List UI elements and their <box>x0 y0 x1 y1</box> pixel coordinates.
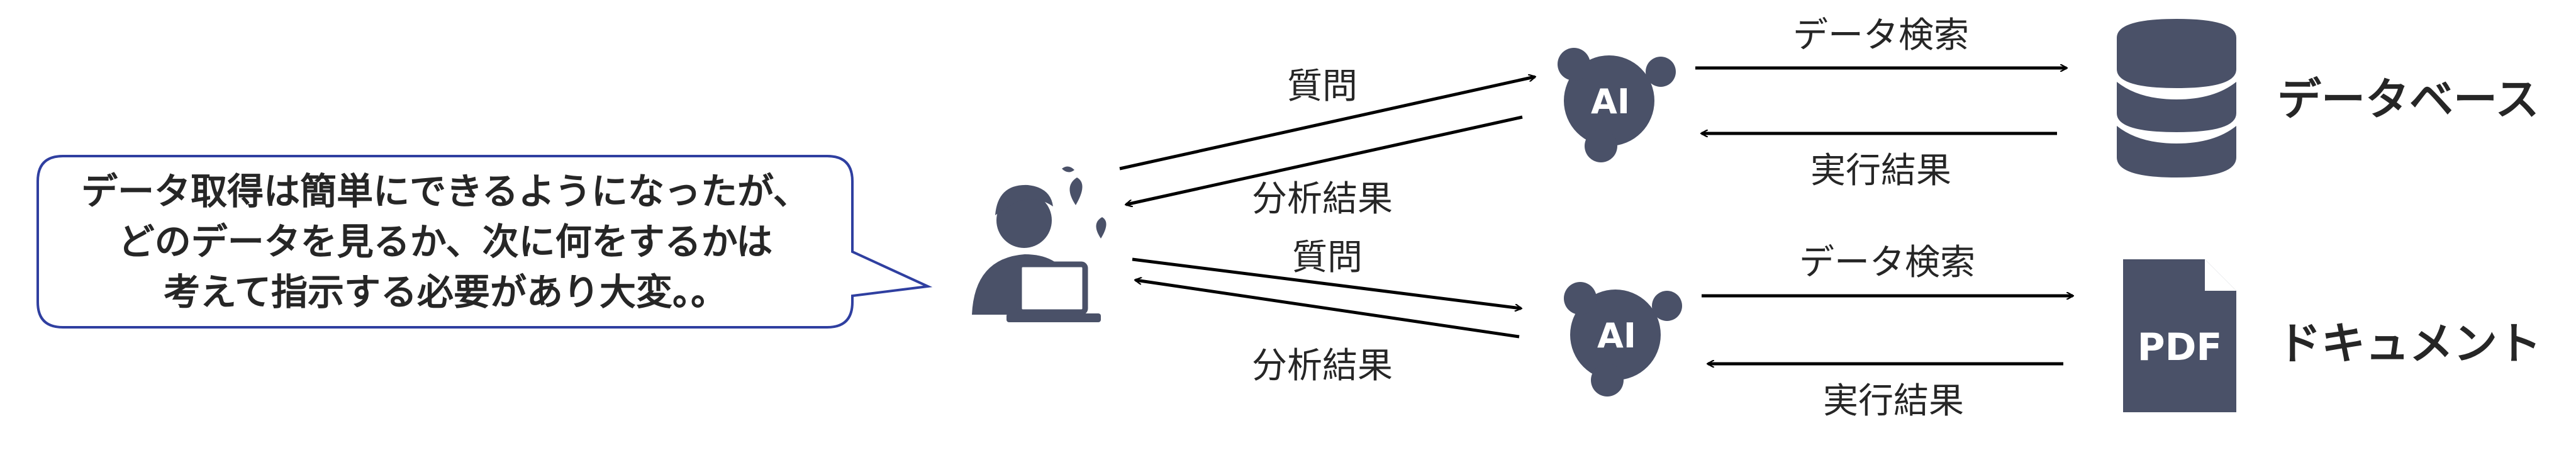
bottom-exec-label: 実行結果 <box>1823 381 1964 422</box>
ai-node-icon: AI <box>1564 282 1682 397</box>
bottom-flow: 質問 分析結果 AI データ検索 実行結果 PDF ドキュメント <box>1132 237 2541 422</box>
bottom-ai-label: AI <box>1597 316 1636 356</box>
top-result-arrow <box>1126 115 1523 205</box>
speech-line-2: どのデータを見るか、次に何をするかは <box>118 220 773 263</box>
pdf-icon-label: PDF <box>2138 325 2222 369</box>
speech-line-1: データ取得は簡単にできるようになったが、 <box>81 170 810 213</box>
bottom-question-arrow <box>1132 257 1521 308</box>
pdf-document-icon: PDF <box>2123 259 2236 412</box>
database-label: データベース <box>2277 74 2540 125</box>
sweat-drop-icon <box>1096 217 1107 239</box>
bottom-search-label: データ検索 <box>1799 242 1975 283</box>
top-search-label: データ検索 <box>1793 15 1969 56</box>
top-exec-label: 実行結果 <box>1810 150 1951 191</box>
user-laptop-icon <box>972 166 1107 322</box>
top-question-arrow <box>1119 77 1535 171</box>
database-icon <box>2117 19 2236 177</box>
top-flow: 質問 分析結果 AI データ検索 実行結果 データベース <box>1119 15 2540 220</box>
bottom-question-label: 質問 <box>1292 237 1363 278</box>
speech-line-3: 考えて指示する必要があり大変。。 <box>164 271 727 313</box>
bottom-result-label: 分析結果 <box>1252 346 1393 386</box>
speech-bubble: データ取得は簡単にできるようになったが、 どのデータを見るか、次に何をするかは … <box>36 155 933 329</box>
top-question-label: 質問 <box>1287 66 1358 107</box>
document-label: ドキュメント <box>2277 318 2541 369</box>
bottom-result-arrow <box>1135 280 1520 339</box>
top-result-label: 分析結果 <box>1252 179 1393 220</box>
top-ai-label: AI <box>1591 82 1630 121</box>
ai-node-icon: AI <box>1558 48 1676 162</box>
sweat-drop-icon <box>1069 177 1083 205</box>
